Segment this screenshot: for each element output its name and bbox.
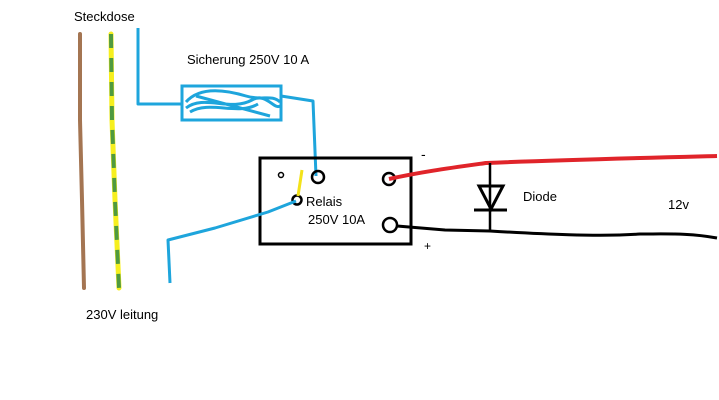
diode-symbol: [474, 163, 507, 231]
relay-terminal-coil-in: [310, 169, 326, 185]
fuse: [180, 84, 283, 122]
plus-sign: +: [424, 239, 432, 253]
brown-wire: [78, 32, 86, 290]
voltage-label: 12v: [668, 197, 689, 212]
blue-wire-to-fuse: [136, 28, 182, 106]
blue-wire-fuse-to-relay: [280, 94, 318, 177]
relay-rating-label: 250V 10A: [308, 212, 366, 227]
diode-label: Diode: [523, 189, 557, 204]
blue-wire-relay-to-cable: [166, 199, 297, 284]
relay-label: Relais: [306, 194, 343, 209]
relay-box: [258, 156, 413, 246]
cable-label: 230V leitung: [86, 307, 159, 322]
red-wire-minus: [388, 154, 718, 181]
relay-terminal-small: [277, 171, 285, 179]
earth-wire-green: [109, 33, 121, 289]
relay-contact: [296, 169, 304, 197]
socket-label: Steckdose: [74, 9, 135, 24]
fuse-label: Sicherung 250V 10 A: [187, 52, 310, 67]
relay-terminal-plus: [381, 216, 399, 234]
minus-sign: -: [421, 146, 426, 162]
black-wire-plus: [396, 224, 718, 240]
